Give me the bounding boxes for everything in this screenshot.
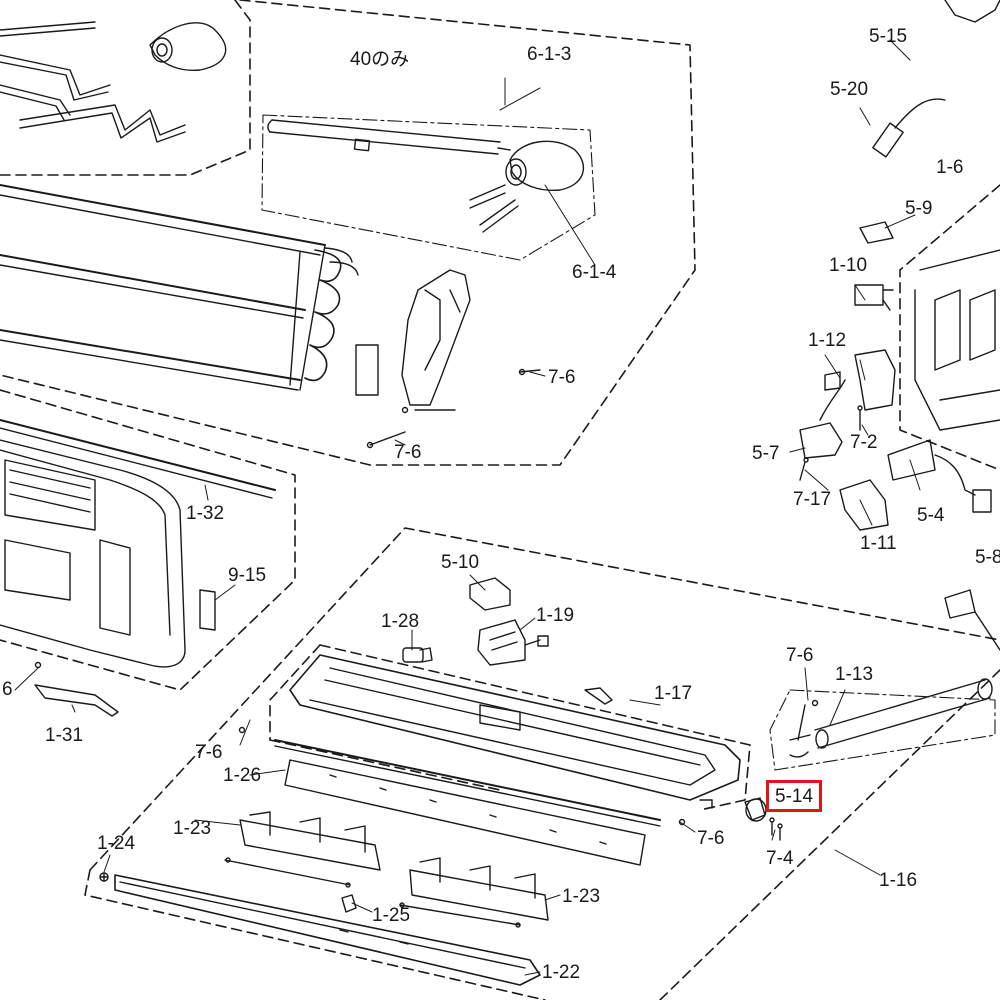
- part-1-24: [99, 872, 109, 882]
- label-6-left: 6: [2, 679, 13, 700]
- label-1-22: 1-22: [542, 962, 581, 983]
- label-5-10: 5-10: [441, 552, 480, 573]
- part-1-22-louver: [114, 874, 541, 986]
- label-1-6: 1-6: [936, 157, 964, 178]
- label-7-6-b: 7-6: [394, 442, 422, 463]
- label-1-17: 1-17: [654, 683, 693, 704]
- part-5-8: [944, 589, 1000, 651]
- label-7-17: 7-17: [793, 489, 832, 510]
- part-5-20: [872, 98, 946, 158]
- label-9-15: 9-15: [228, 565, 267, 586]
- coil-bracket: [366, 269, 541, 449]
- part-1-12: [824, 349, 896, 411]
- label-7-6-e: 7-6: [697, 828, 725, 849]
- control-box: [914, 249, 1000, 431]
- part-1-26-strip: [274, 739, 661, 866]
- part-5-7: [799, 379, 846, 459]
- part-7-2: [857, 405, 863, 431]
- label-5-4: 5-4: [917, 505, 945, 526]
- label-7-2: 7-2: [850, 432, 878, 453]
- screw-7-6-left: [34, 661, 42, 669]
- sub-boundary-6-1-3: [261, 114, 596, 261]
- label-1-11: 1-11: [860, 533, 897, 554]
- part-1-13-pipe: [789, 678, 993, 758]
- label-1-19: 1-19: [536, 605, 575, 626]
- part-5-14-motor: [744, 797, 767, 822]
- label-6-1-3: 6-1-3: [527, 44, 572, 65]
- part-1-31: [34, 684, 119, 717]
- screw-7-6-mid: [238, 726, 246, 734]
- label-7-4: 7-4: [766, 848, 794, 869]
- label-1-24: 1-24: [97, 833, 136, 854]
- part-5-9: [859, 221, 894, 244]
- part-5-15: [944, 0, 1000, 23]
- part-1-23-left: [224, 811, 381, 888]
- label-1-32: 1-32: [186, 503, 225, 524]
- part-7-17: [799, 457, 809, 481]
- label-1-31: 1-31: [45, 725, 84, 746]
- note-40-only: 40のみ: [350, 49, 410, 70]
- label-5-20: 5-20: [830, 79, 869, 100]
- part-1-19: [477, 619, 549, 666]
- label-5-9: 5-9: [905, 198, 933, 219]
- label-1-23-b: 1-23: [562, 886, 601, 907]
- evaporator-coil: [0, 184, 379, 396]
- part-7-4: [769, 817, 783, 841]
- part-1-17-drain-pan: [289, 654, 741, 809]
- part-1-10: [854, 284, 894, 311]
- label-1-25: 1-25: [372, 905, 411, 926]
- leader-lines: [14, 39, 921, 976]
- label-5-7: 5-7: [752, 443, 780, 464]
- label-1-26: 1-26: [223, 765, 262, 786]
- label-5-14-highlighted: 5-14: [766, 780, 823, 812]
- label-1-10: 1-10: [829, 255, 868, 276]
- part-5-10: [469, 577, 511, 611]
- front-panel: [0, 419, 276, 668]
- part-5-4: [887, 439, 992, 513]
- label-5-15: 5-15: [869, 26, 908, 47]
- label-7-6-d: 7-6: [195, 742, 223, 763]
- label-1-23-a: 1-23: [173, 818, 212, 839]
- label-1-16: 1-16: [879, 870, 918, 891]
- part-1-25: [341, 894, 357, 913]
- label-6-1-4: 6-1-4: [572, 262, 617, 283]
- label-5-8: 5-8: [975, 547, 1000, 568]
- pipe-6-1-3: [267, 119, 585, 233]
- part-1-28: [402, 647, 433, 663]
- part-1-23-right: [399, 857, 549, 928]
- label-7-6-a: 7-6: [548, 367, 576, 388]
- label-1-28: 1-28: [381, 611, 420, 632]
- label-1-13: 1-13: [835, 664, 874, 685]
- label-7-6-c: 7-6: [786, 645, 814, 666]
- pipe-assembly-top-left: [0, 21, 227, 143]
- part-1-11: [839, 479, 889, 531]
- label-1-12: 1-12: [808, 330, 847, 351]
